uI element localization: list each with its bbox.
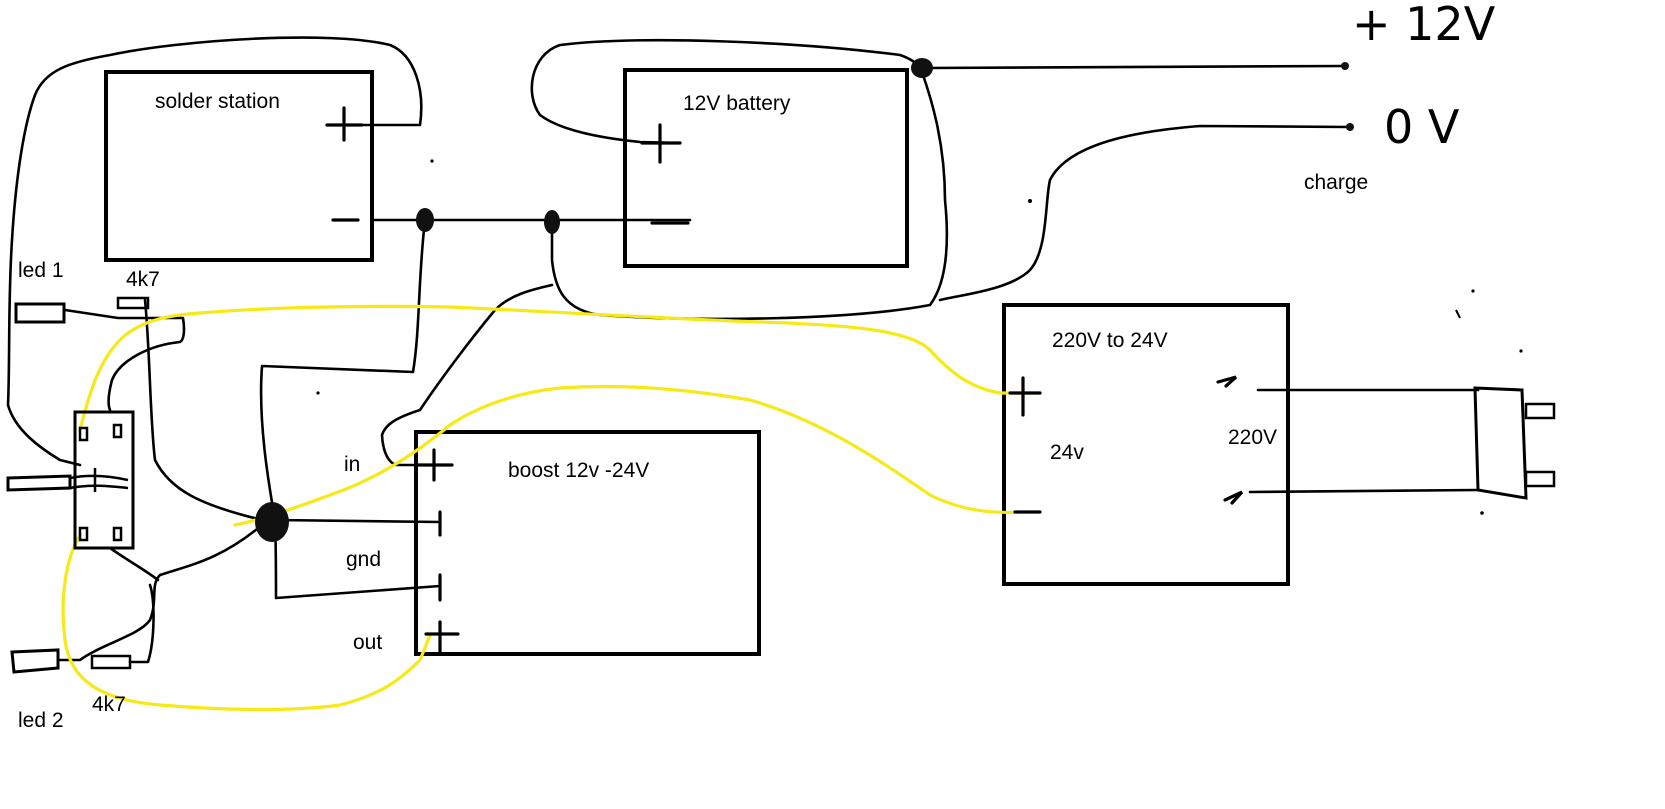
boost-in-plus-terminal (416, 448, 454, 482)
battery-label: 12V battery (683, 92, 791, 115)
wire-24v-minus (233, 384, 1022, 527)
wire-switch-bottom (108, 546, 160, 582)
led-1-label: led 1 (18, 259, 64, 282)
wire-led2 (56, 523, 264, 662)
psu-box (1002, 303, 1290, 586)
solder-station-box (104, 70, 374, 262)
psu-24v-label: 24v (1050, 441, 1084, 464)
wire-24v-plus (78, 304, 1042, 432)
psu-ac-terminal-1 (1216, 375, 1238, 388)
resistor-1 (116, 296, 150, 310)
wire-charge-plus (920, 64, 1347, 70)
boost-in-label: in (344, 453, 360, 476)
charge-label: charge (1304, 171, 1368, 194)
plus-12v-label: + 12V (1352, 0, 1496, 51)
junction-ground-2 (544, 210, 560, 234)
charge-plus-terminal (1341, 62, 1349, 70)
resistor-2 (90, 654, 132, 670)
psu-label: 220V to 24V (1052, 329, 1168, 352)
wire-battery-to-boost-in (938, 124, 1352, 302)
battery-box (623, 68, 909, 268)
boost-gnd-label: gnd (346, 548, 381, 571)
charge-zero-terminal (1346, 123, 1354, 131)
led-2 (10, 648, 60, 674)
wire-resistor1-to-node (143, 298, 264, 522)
boost-converter-box (414, 430, 761, 656)
led-2-label: led 2 (18, 709, 64, 732)
wire-switch-to-boost (380, 283, 554, 467)
wire-led1 (63, 308, 186, 412)
boost-out-label: out (353, 631, 382, 654)
psu-220v-label: 220V (1228, 426, 1277, 449)
resistor-2-label: 4k7 (92, 693, 126, 716)
wire-battery-plus-loop (530, 38, 949, 321)
solder-station-plus-terminal (325, 106, 364, 142)
junction-battery-plus (911, 58, 933, 78)
battery-plus-terminal (640, 123, 682, 164)
psu-ac-terminal-2 (1223, 490, 1244, 505)
zero-v-label: 0 V (1384, 100, 1460, 154)
wire-resistor2-to-switch (128, 583, 155, 664)
wire-ac-2 (1248, 488, 1480, 494)
led-1 (14, 302, 66, 324)
junction-ground-1 (416, 208, 434, 232)
solder-station-label: solder station (155, 90, 280, 113)
mains-plug (1473, 386, 1556, 500)
wire-24v-out (61, 533, 432, 712)
boost-label: boost 12v -24V (508, 459, 649, 482)
boost-out-plus-terminal (424, 620, 460, 654)
rocker-switch (6, 410, 135, 550)
psu-plus-terminal (1008, 376, 1042, 417)
wire-ground-drop (259, 218, 427, 522)
stray-marks (316, 159, 1523, 515)
junction-main-node (255, 502, 289, 542)
resistor-1-label: 4k7 (126, 268, 160, 291)
wire-node-to-boost-top (273, 518, 442, 524)
wire-left-loop (6, 36, 423, 467)
